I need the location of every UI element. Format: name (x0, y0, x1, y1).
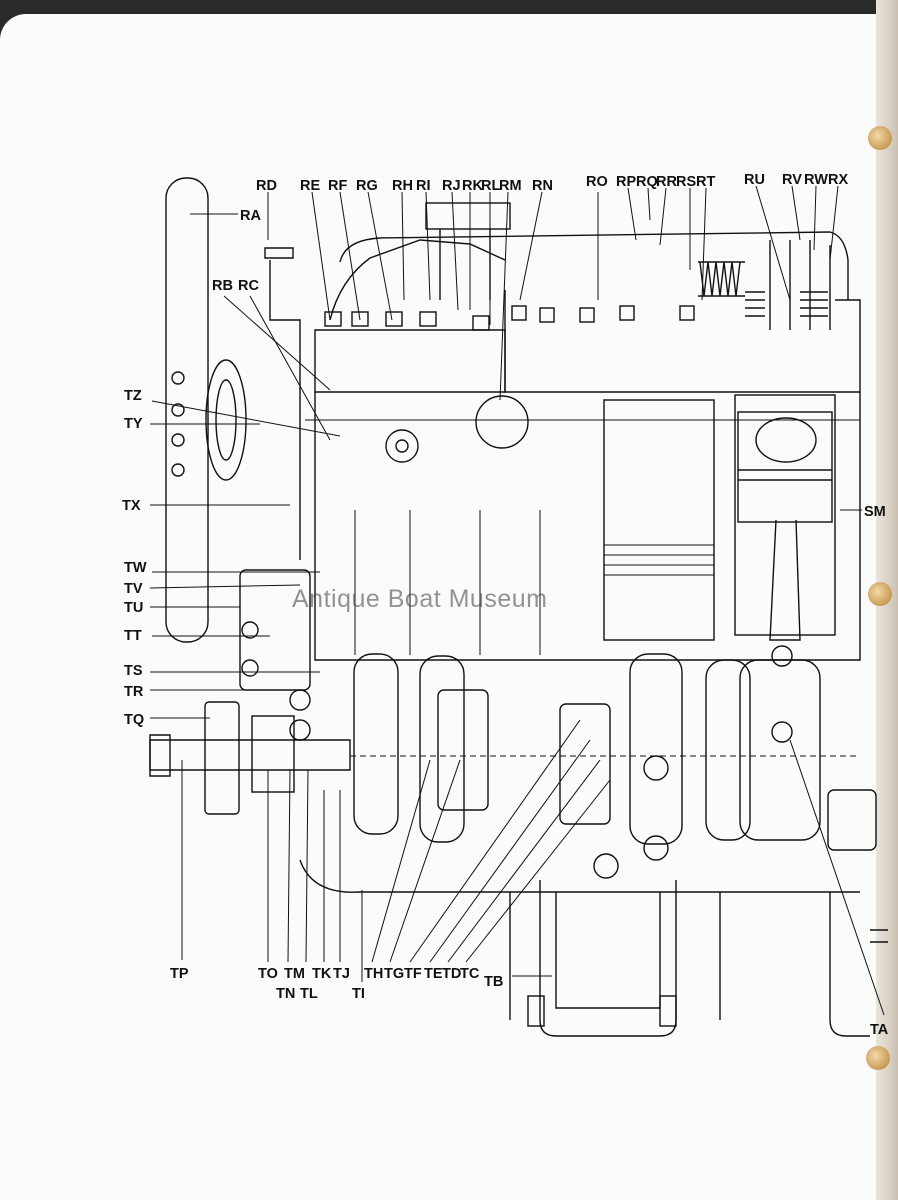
label-RS: RS (676, 174, 696, 190)
label-RH: RH (392, 178, 413, 194)
label-TV: TV (124, 581, 143, 597)
label-RT: RT (696, 174, 715, 190)
crankshaft-nose (149, 739, 351, 771)
label-TI: TI (352, 986, 365, 1002)
label-TH: TH (364, 966, 383, 982)
label-RP: RP (616, 174, 636, 190)
label-TO: TO (258, 966, 278, 982)
oil-filler-cap (264, 247, 294, 259)
label-TN: TN (276, 986, 295, 1002)
label-TJ: TJ (333, 966, 350, 982)
fan-pulley (205, 359, 247, 481)
cylinder-head-side (504, 290, 861, 393)
label-RR: RR (656, 174, 677, 190)
label-RV: RV (782, 172, 802, 188)
main-bearing-1 (437, 689, 489, 811)
label-RX: RX (828, 172, 848, 188)
label-RD: RD (256, 178, 277, 194)
label-RQ: RQ (636, 174, 658, 190)
piston (737, 411, 833, 523)
label-RI: RI (416, 178, 431, 194)
watermark: Antique Boat Museum (292, 585, 548, 613)
label-RJ: RJ (442, 178, 461, 194)
label-TG: TG (384, 966, 404, 982)
connecting-rod (769, 519, 801, 641)
label-TZ: TZ (124, 388, 142, 404)
binder-hole-middle (868, 582, 892, 606)
label-TQ: TQ (124, 712, 144, 728)
crank-web-4 (739, 659, 821, 841)
label-RU: RU (744, 172, 765, 188)
label-TK: TK (312, 966, 332, 982)
label-RC: RC (238, 278, 259, 294)
camshaft-lobe (475, 395, 529, 449)
label-TX: TX (122, 498, 141, 514)
label-TB: TB (484, 974, 503, 990)
rocker-cover (339, 231, 849, 300)
label-TP: TP (170, 966, 189, 982)
crank-web-1 (353, 653, 399, 835)
callout-labels: RA RB RC RD RE RF RG RH RI RJ RK RL RM R… (122, 172, 889, 1038)
label-TD: TD (442, 966, 461, 982)
label-TM: TM (284, 966, 305, 982)
cylinder-bore-4 (734, 394, 836, 636)
label-TC: TC (460, 966, 480, 982)
label-TW: TW (124, 560, 147, 576)
label-RN: RN (532, 178, 553, 194)
label-SM: SM (864, 504, 886, 520)
label-RE: RE (300, 178, 320, 194)
label-TF: TF (404, 966, 422, 982)
label-RW: RW (804, 172, 828, 188)
crank-pulley (204, 701, 240, 815)
label-RG: RG (356, 178, 378, 194)
label-TE: TE (424, 966, 443, 982)
label-RL: RL (481, 178, 500, 194)
cylinder-head-front (314, 329, 506, 393)
cylinder-bore-2 (603, 399, 715, 641)
oil-pump (539, 880, 677, 1037)
label-TU: TU (124, 600, 143, 616)
cylinder-block (314, 392, 861, 661)
leader-lines (149, 185, 885, 1016)
oil-pan-line (299, 859, 860, 893)
label-TL: TL (300, 986, 318, 1002)
label-TS: TS (124, 663, 143, 679)
fan-belt (165, 177, 209, 643)
label-RA: RA (240, 208, 261, 224)
binder-hole-top (868, 126, 892, 150)
label-RB: RB (212, 278, 233, 294)
label-TY: TY (124, 416, 143, 432)
intake-flange (425, 202, 511, 230)
label-TT: TT (124, 628, 142, 644)
binder-hole-bottom (866, 1046, 890, 1070)
label-RO: RO (586, 174, 608, 190)
manual-page (0, 14, 886, 1200)
label-RM: RM (499, 178, 522, 194)
timing-gear-housing (239, 569, 311, 691)
label-RF: RF (328, 178, 347, 194)
label-TA: TA (870, 1022, 889, 1038)
label-TR: TR (124, 684, 144, 700)
label-RK: RK (462, 178, 483, 194)
